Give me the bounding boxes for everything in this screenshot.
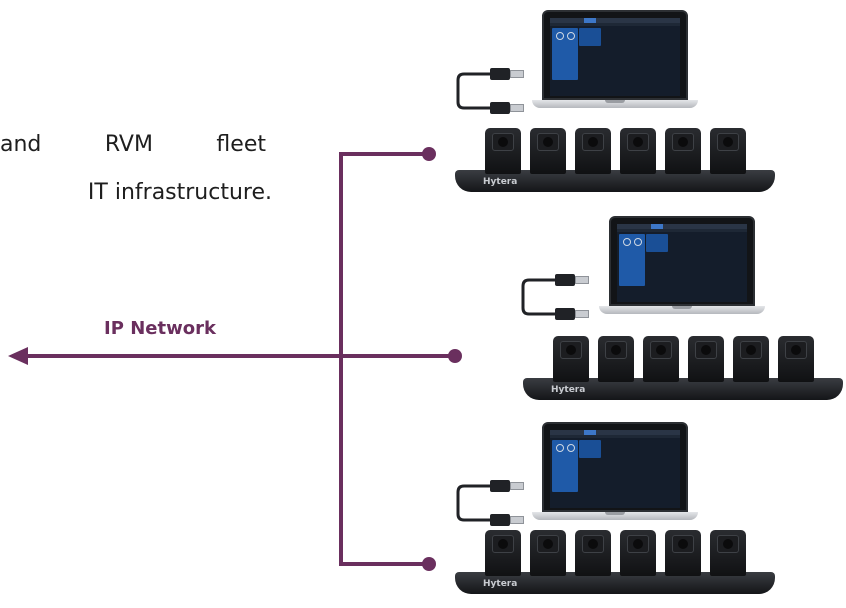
dock-brand-label: Hytera: [483, 579, 518, 589]
software-screen: [550, 430, 680, 508]
body-camera-icon: [598, 336, 634, 382]
intro-word: RVM: [104, 132, 153, 157]
dock-brand-label: Hytera: [483, 177, 518, 187]
intro-text-line-1: and RVM fleet: [0, 132, 266, 157]
body-camera-icon: [553, 336, 589, 382]
intro-word: and: [0, 132, 42, 157]
intro-text-line-2: IT infrastructure.: [87, 180, 272, 205]
body-camera-icon: [620, 530, 656, 576]
station-1: Hytera: [450, 8, 790, 198]
body-camera-icon: [710, 128, 746, 174]
docking-station-icon: Hytera: [455, 530, 775, 600]
body-camera-icon: [485, 128, 521, 174]
body-camera-icon: [688, 336, 724, 382]
software-screen: [550, 18, 680, 96]
docking-station-icon: Hytera: [523, 336, 843, 406]
body-camera-icon: [575, 128, 611, 174]
body-camera-icon: [643, 336, 679, 382]
software-screen: [617, 224, 747, 302]
body-camera-icon: [665, 128, 701, 174]
body-camera-icon: [710, 530, 746, 576]
station-2: Hytera: [515, 212, 846, 402]
body-camera-icon: [733, 336, 769, 382]
network-node-dot: [422, 147, 436, 161]
dock-brand-label: Hytera: [551, 385, 586, 395]
body-camera-icon: [575, 530, 611, 576]
network-node-dot: [448, 349, 462, 363]
network-node-dot: [422, 557, 436, 571]
body-camera-icon: [665, 530, 701, 576]
body-camera-icon: [530, 128, 566, 174]
station-3: Hytera: [450, 418, 790, 608]
intro-word: fleet: [216, 132, 266, 157]
ip-network-label: IP Network: [104, 318, 216, 339]
body-camera-icon: [620, 128, 656, 174]
body-camera-icon: [485, 530, 521, 576]
body-camera-icon: [530, 530, 566, 576]
docking-station-icon: Hytera: [455, 128, 775, 198]
arrow-left-icon: [8, 347, 28, 365]
body-camera-icon: [778, 336, 814, 382]
